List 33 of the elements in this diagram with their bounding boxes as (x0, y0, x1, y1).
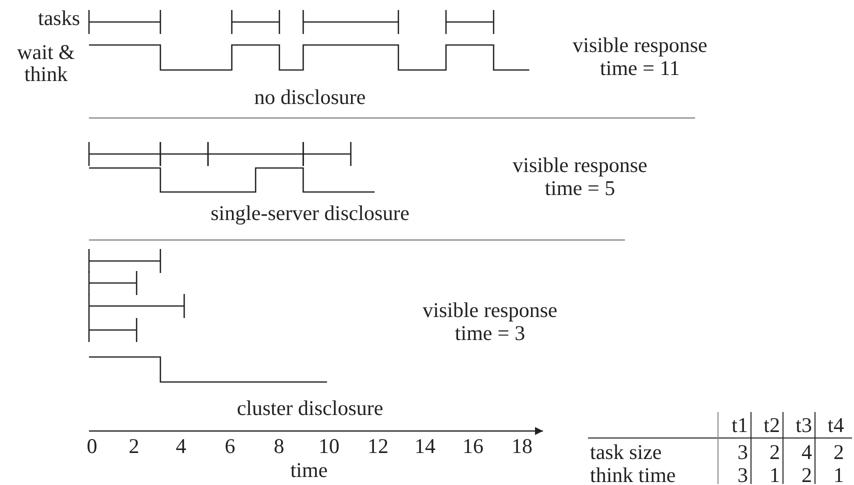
column-header: t4 (828, 414, 844, 437)
response-time-note: visible response time = 3 (422, 299, 558, 345)
table-cell: 2 (802, 464, 812, 485)
row-label: tasks (38, 7, 80, 30)
tick-label: 0 (86, 435, 98, 458)
column-header: t3 (796, 414, 812, 437)
tick-label: 10 (318, 435, 340, 458)
panel-caption: cluster disclosure (236, 397, 384, 420)
response-time-note: visible response time = 11 (572, 34, 708, 80)
row-header: task size (590, 441, 662, 464)
tick-label: 8 (274, 435, 284, 458)
table-cell: 4 (802, 441, 812, 464)
table-cell: 3 (738, 464, 748, 485)
tick-label: 6 (224, 435, 236, 458)
column-header: t2 (764, 414, 780, 437)
panel-caption: single-server disclosure (210, 202, 410, 225)
table-cell: 2 (770, 441, 780, 464)
tick-label: 12 (368, 435, 388, 458)
row-label: wait & think (16, 41, 76, 85)
tick-label: 4 (176, 435, 186, 458)
table-cell: 1 (834, 464, 844, 485)
tick-label: 18 (512, 435, 532, 458)
panel-caption: no disclosure (254, 86, 366, 109)
table-cell: 2 (834, 441, 844, 464)
table-cell: 1 (770, 464, 780, 485)
response-time-note: visible response time = 5 (512, 154, 648, 200)
tick-label: 2 (128, 435, 140, 458)
column-header: t1 (732, 414, 748, 437)
table-cell: 3 (738, 441, 748, 464)
tick-label: 16 (462, 435, 484, 458)
axis-title: time (290, 459, 328, 482)
tick-label: 14 (414, 435, 436, 458)
row-header: think time (590, 464, 676, 485)
